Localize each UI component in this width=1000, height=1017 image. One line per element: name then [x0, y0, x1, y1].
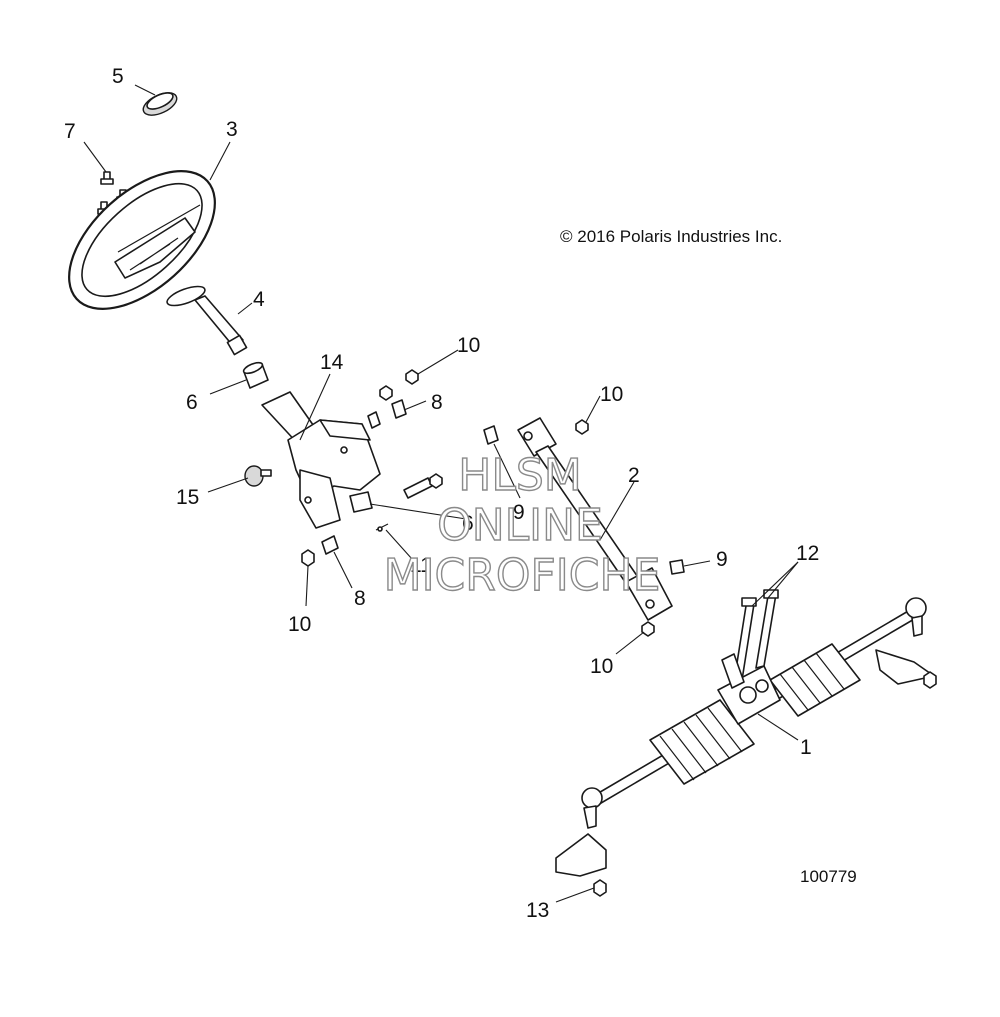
part-9-bolts[interactable] — [483, 425, 685, 575]
part-4-steering-shaft[interactable] — [165, 283, 248, 356]
watermark-line-1: HLSM — [458, 450, 582, 501]
watermark-line-3: MICROFICHE — [384, 550, 661, 601]
part-14-column-bracket[interactable] — [261, 391, 381, 529]
callout-4: 4 — [253, 288, 265, 311]
callout-6-lower: 6 — [462, 512, 474, 535]
copyright-notice: © 2016 Polaris Industries Inc. — [560, 227, 782, 246]
part-10-nuts-shaft[interactable] — [575, 419, 655, 637]
callout-12: 12 — [796, 542, 819, 565]
callout-3: 3 — [226, 118, 238, 141]
callout-11: 11 — [410, 554, 432, 577]
callout-6-upper: 6 — [186, 391, 198, 414]
callout-2: 2 — [628, 464, 640, 487]
callout-8-lower: 8 — [354, 587, 366, 610]
part-15-tilt-knob[interactable] — [244, 465, 272, 487]
callout-10-lower-left: 10 — [288, 613, 311, 636]
callout-10-shaft-top: 10 — [600, 383, 623, 406]
part-5-center-cap[interactable] — [140, 88, 180, 120]
callout-7: 7 — [64, 120, 76, 143]
callout-10-upper: 10 — [457, 334, 480, 357]
part-10-nuts-upper[interactable] — [379, 369, 443, 489]
part-10-nut-lower[interactable] — [301, 549, 315, 567]
part-11-pin[interactable] — [375, 523, 389, 532]
callout-1: 1 — [800, 736, 812, 759]
part-12-long-bolts[interactable] — [733, 589, 779, 683]
callout-9-lower: 9 — [716, 548, 728, 571]
part-6-bushing-upper[interactable] — [242, 361, 269, 389]
callout-10-shaft-bottom: 10 — [590, 655, 613, 678]
callout-9-upper: 9 — [513, 501, 525, 524]
part-3-steering-wheel[interactable] — [44, 145, 239, 334]
callout-5: 5 — [112, 65, 124, 88]
figure-number: 100779 — [800, 867, 857, 886]
part-1-steering-rack[interactable] — [581, 597, 927, 829]
part-8-bolt-lower[interactable] — [321, 535, 339, 555]
leader-lines — [83, 84, 799, 903]
watermark: HLSM ONLINE MICROFICHE — [383, 449, 661, 601]
part-13-brackets[interactable] — [555, 649, 937, 897]
callout-numbers: 5 7 3 4 6 15 14 10 8 6 11 10 8 10 9 2 9 … — [64, 65, 819, 922]
callout-8-upper: 8 — [431, 391, 443, 414]
watermark-line-2: ONLINE — [437, 500, 603, 551]
part-2-intermediate-shaft[interactable] — [517, 417, 673, 621]
callout-15: 15 — [176, 486, 199, 509]
callout-14: 14 — [320, 351, 344, 374]
callout-13: 13 — [526, 899, 549, 922]
part-8-bolts-upper[interactable] — [367, 399, 433, 499]
